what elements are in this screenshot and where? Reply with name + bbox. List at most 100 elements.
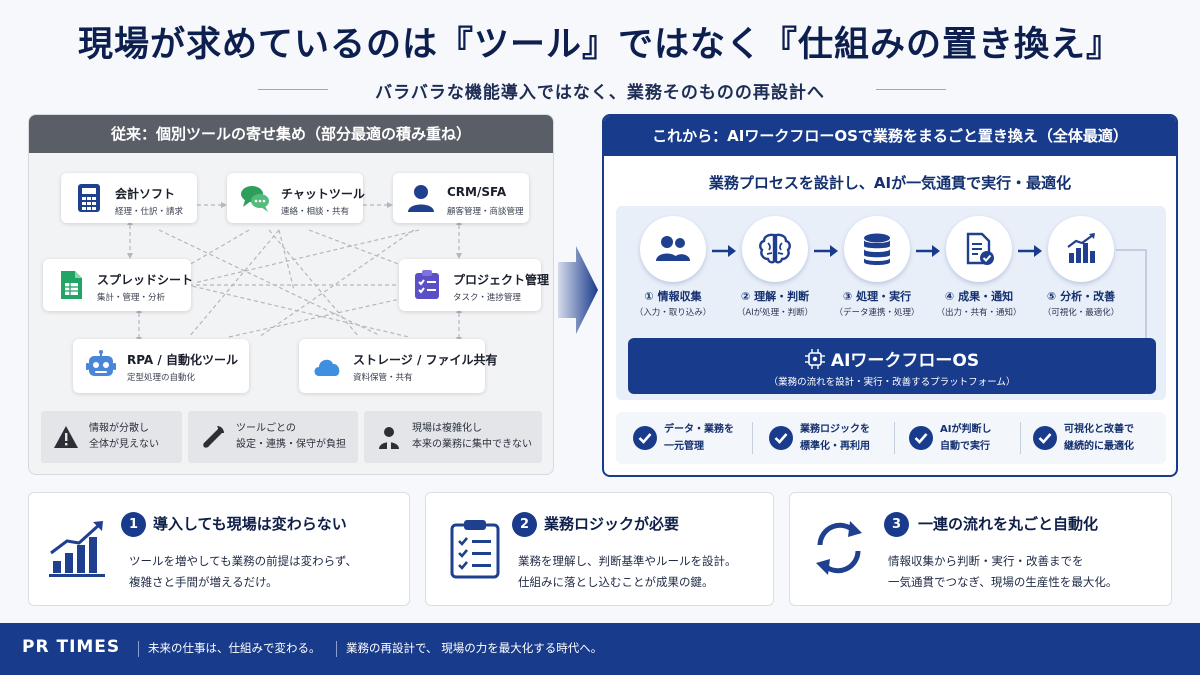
workflow-step-output: ④ 成果・通知 （出力・共有・通知）	[924, 216, 1034, 318]
tool-name: 会計ソフト	[115, 187, 176, 201]
problem-maintenance-burden: ツールごとの 設定・連携・保守が負担	[188, 411, 358, 463]
tool-desc: 定型処理の自動化	[127, 373, 196, 383]
problem-complexity: 現場は複雑化し 本来の業務に集中できない	[364, 411, 542, 463]
flow-arrow-icon	[916, 245, 940, 257]
tool-name: スプレッドシート	[97, 273, 194, 287]
footer-tagline-2: 業務の再設計で、 現場の力を最大化する時代へ。	[346, 641, 603, 655]
point-number: 1	[121, 512, 146, 537]
tool-desc: 資料保管・共有	[353, 373, 413, 383]
point-desc: 情報収集から判断・実行・改善までを 一気通貫でつなぎ、現場の生産性を最大化。	[888, 554, 1118, 589]
point-title: 一連の流れを丸ごと自動化	[918, 515, 1099, 533]
step-label: ⑤ 分析・改善	[1046, 290, 1116, 303]
tool-name: CRM/SFA	[447, 185, 507, 199]
benefit-divider	[752, 422, 753, 454]
flow-arrow-icon	[1018, 245, 1042, 257]
problem-text: 情報が分散し 全体が見えない	[89, 423, 159, 450]
tool-name: チャットツール	[281, 187, 365, 201]
flow-arrow-icon	[712, 245, 736, 257]
benefit-item: 可視化と改善で 継続的に最適化	[1032, 420, 1158, 456]
spreadsheet-icon	[61, 271, 82, 299]
tool-card-rpa: RPA / 自動化ツール 定型処理の自動化	[73, 339, 249, 393]
tool-desc: 集計・管理・分析	[97, 293, 166, 303]
step-label: ① 情報収集	[644, 290, 702, 303]
benefit-text: AIが判断し 自動で実行	[940, 424, 992, 452]
tool-card-project: プロジェクト管理 タスク・進捗管理	[399, 259, 549, 311]
flow-arrow-icon	[814, 245, 838, 257]
step-desc: （可視化・最適化）	[1042, 308, 1120, 318]
tool-card-spreadsheet: スプレッドシート 集計・管理・分析	[43, 259, 194, 311]
step-desc: （AIが処理・判断）	[736, 308, 814, 318]
page-title: 現場が求めているのは『ツール』ではなく『仕組みの置き換え』	[77, 25, 1122, 65]
people-icon	[656, 236, 690, 261]
loop-connector	[1116, 249, 1147, 340]
ai-chip-icon	[804, 349, 825, 369]
check-circle-icon	[909, 426, 933, 450]
legacy-panel-header: 従来：個別ツールの寄せ集め（部分最適の積み重ね）	[29, 115, 553, 153]
benefit-text: 可視化と改善で 継続的に最適化	[1064, 424, 1134, 452]
footer-tagline-1: 未来の仕事は、仕組みで変わる。	[148, 641, 321, 655]
brain-icon	[759, 233, 791, 264]
legacy-tools-panel: 従来：個別ツールの寄せ集め（部分最適の積み重ね）	[28, 114, 554, 475]
subtitle-rule-right	[876, 89, 946, 90]
tool-name: プロジェクト管理	[453, 273, 550, 287]
benefits-bar: データ・業務を 一元管理 業務ロジックを 標準化・再利用 AIが判断し 自動で実…	[616, 412, 1166, 464]
tool-card-accounting: 会計ソフト 経理・仕訳・請求	[61, 173, 197, 223]
worker-icon	[379, 427, 399, 449]
problem-text: 現場は複雑化し 本来の業務に集中できない	[412, 423, 532, 450]
tool-card-chat: チャットツール 連絡・相談・共有	[227, 173, 365, 223]
tool-desc: 連絡・相談・共有	[281, 207, 350, 217]
bar-chart-icon	[1067, 233, 1095, 263]
calculator-icon	[78, 184, 100, 212]
step-label: ④ 成果・通知	[944, 290, 1014, 303]
point-title: 導入しても現場は変わらない	[153, 515, 347, 533]
point-desc: 業務を理解し、判断基準やルールを設計。 仕組みに落とし込むことが成果の鍵。	[518, 554, 737, 589]
problem-text: ツールごとの 設定・連携・保守が負担	[236, 423, 346, 450]
check-circle-icon	[1033, 426, 1057, 450]
document-check-icon	[966, 232, 994, 265]
benefit-text: データ・業務を 一元管理	[664, 424, 734, 452]
tool-card-crm: CRM/SFA 顧客管理・商談管理	[393, 173, 529, 223]
ai-panel-header: これから：AIワークフローOSで業務をまるごと置き換え（全体最適）	[604, 116, 1176, 156]
person-icon	[408, 185, 434, 212]
point-title: 業務ロジックが必要	[544, 515, 680, 533]
warning-icon	[54, 426, 78, 448]
chat-icon	[241, 186, 269, 212]
checklist-icon	[415, 270, 439, 299]
footer-divider	[336, 641, 337, 657]
pr-times-logo: PR TIMES	[22, 637, 121, 657]
workflow-step-analyze: ⑤ 分析・改善 （可視化・最適化）	[1026, 216, 1136, 318]
problem-scattered-info: 情報が分散し 全体が見えない	[41, 411, 182, 463]
check-circle-icon	[633, 426, 657, 450]
benefit-item: データ・業務を 一元管理	[632, 420, 742, 456]
step-label: ② 理解・判断	[740, 290, 810, 303]
step-desc: （データ連携・処理）	[834, 308, 920, 318]
tool-name: ストレージ / ファイル共有	[353, 353, 498, 367]
os-title: AIワークフローOS	[628, 346, 1156, 371]
ai-panel-subheader: 業務プロセスを設計し、AIが一気通貫で実行・最適化	[708, 174, 1072, 192]
step-desc: （入力・取り込み）	[634, 308, 712, 318]
cycle-icon	[816, 521, 862, 575]
step-label: ③ 処理・実行	[842, 290, 912, 303]
os-description: （業務の流れを設計・実行・改善するプラットフォーム）	[768, 377, 1016, 388]
ai-workflow-panel: これから：AIワークフローOSで業務をまるごと置き換え（全体最適） 業務プロセス…	[602, 114, 1178, 477]
tool-desc: タスク・進捗管理	[453, 293, 521, 303]
footer-bar: PR TIMES 未来の仕事は、仕組みで変わる。 業務の再設計で、 現場の力を最…	[0, 623, 1200, 675]
os-title-text: AIワークフローOS	[830, 351, 980, 371]
robot-icon	[86, 350, 116, 376]
point-number: 3	[884, 512, 909, 537]
point-number: 2	[512, 512, 537, 537]
wrench-icon	[203, 426, 224, 448]
benefit-text: 業務ロジックを 標準化・再利用	[800, 424, 870, 452]
subtitle-rule-left	[258, 89, 328, 90]
point-desc: ツールを増やしても業務の前提は変わらず、 複雑さと手間が増えるだけ。	[129, 554, 358, 589]
tool-desc: 顧客管理・商談管理	[447, 207, 524, 217]
tool-desc: 経理・仕訳・請求	[115, 207, 184, 217]
page-subtitle: バラバラな機能導入ではなく、業務そのものの再設計へ	[375, 83, 825, 103]
step-desc: （出力・共有・通知）	[936, 308, 1022, 318]
cloud-icon	[314, 359, 340, 376]
point-card-3: 3 一連の流れを丸ごと自動化 情報収集から判断・実行・改善までを 一気通貫でつな…	[789, 492, 1172, 606]
tool-card-storage: ストレージ / ファイル共有 資料保管・共有	[299, 339, 498, 393]
point-card-1: 1 導入しても現場は変わらない ツールを増やしても業務の前提は変わらず、 複雑さ…	[28, 492, 410, 606]
benefit-divider	[894, 422, 895, 454]
clipboard-icon	[450, 520, 500, 579]
